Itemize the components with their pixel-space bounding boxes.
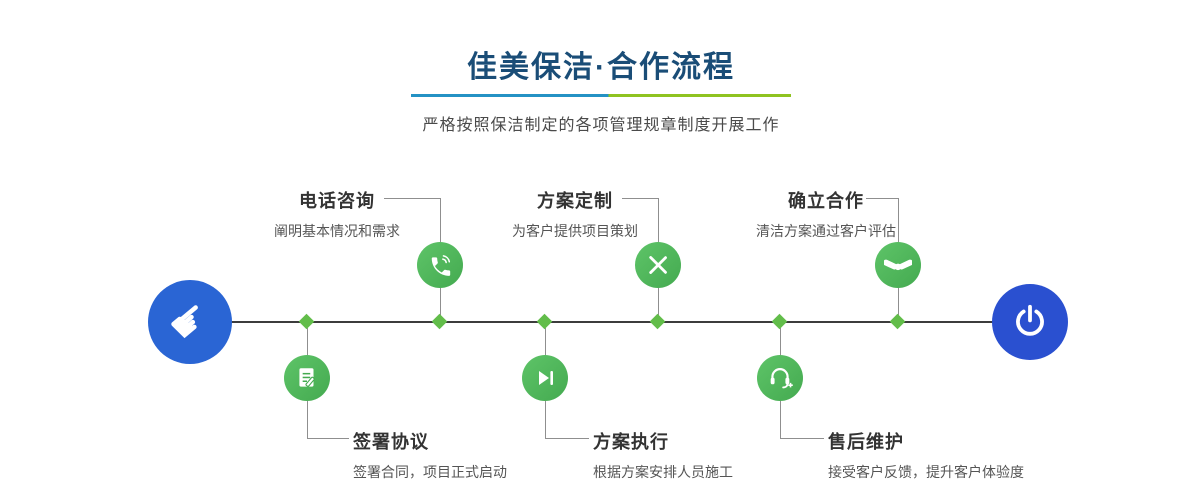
handshake-icon — [884, 259, 912, 271]
step-text-phone-consult: 电话咨询 阐明基本情况和需求 — [252, 187, 422, 241]
connector-line — [898, 288, 899, 316]
connector-line — [545, 328, 546, 355]
step-node-phone-consult — [417, 242, 463, 288]
step-text-sign-agreement: 签署协议 签署合同，项目正式启动 — [353, 428, 507, 482]
connector-line — [440, 198, 441, 242]
step-desc: 接受客户反馈，提升客户体验度 — [828, 464, 1024, 480]
connector-line — [622, 198, 658, 199]
connector-line — [384, 198, 440, 199]
step-node-plan-custom — [635, 242, 681, 288]
phone-icon — [431, 255, 451, 276]
connector-line — [545, 401, 546, 439]
timeline-line — [190, 321, 1032, 323]
timeline-node-diamond — [889, 313, 906, 330]
connector-line — [780, 328, 781, 355]
step-desc: 为客户提供项目策划 — [512, 223, 638, 239]
timeline-node-diamond — [431, 313, 448, 330]
connector-line — [307, 438, 349, 439]
play-icon — [539, 371, 553, 385]
step-node-sign-agreement — [284, 355, 330, 401]
step-label: 方案执行 — [593, 432, 669, 452]
timeline-node-diamond — [298, 313, 315, 330]
step-label: 方案定制 — [537, 191, 613, 211]
connector-line — [866, 198, 898, 199]
step-text-establish-cooperation: 确立合作 清洁方案通过客户评估 — [737, 187, 915, 241]
step-desc: 签署合同，项目正式启动 — [353, 464, 507, 480]
step-desc: 阐明基本情况和需求 — [274, 223, 400, 239]
timeline-node-diamond — [536, 313, 553, 330]
pointer-hand-icon: ☛ — [158, 289, 222, 354]
step-label: 售后维护 — [828, 432, 904, 452]
connector-line — [780, 401, 781, 439]
step-desc: 根据方案安排人员施工 — [593, 464, 733, 480]
connector-line — [545, 438, 589, 439]
page-title: 佳美保洁·合作流程 — [467, 51, 735, 84]
connector-line — [307, 401, 308, 439]
step-text-plan-execute: 方案执行 根据方案安排人员施工 — [593, 428, 733, 482]
connector-line — [898, 198, 899, 242]
connector-line — [440, 288, 441, 316]
step-label: 签署协议 — [353, 432, 429, 452]
step-text-aftersales: 售后维护 接受客户反馈，提升客户体验度 — [828, 428, 1024, 482]
power-icon — [1016, 304, 1044, 336]
step-node-aftersales — [757, 355, 803, 401]
step-node-establish-cooperation — [875, 242, 921, 288]
step-desc: 清洁方案通过客户评估 — [756, 223, 896, 239]
timeline-start-node: ☛ — [148, 280, 232, 364]
connector-line — [658, 198, 659, 242]
page-subtitle: 严格按照保洁制定的各项管理规章制度开展工作 — [422, 117, 780, 134]
timeline-node-diamond — [649, 313, 666, 330]
step-text-plan-custom: 方案定制 为客户提供项目策划 — [490, 187, 660, 241]
step-node-plan-execute — [522, 355, 568, 401]
contract-icon — [299, 368, 315, 387]
connector-line — [658, 288, 659, 316]
title-divider — [411, 94, 791, 97]
connector-line — [780, 438, 824, 439]
step-label: 电话咨询 — [299, 191, 375, 211]
timeline-node-diamond — [771, 313, 788, 330]
design-tools-icon — [649, 256, 667, 274]
timeline-end-node — [992, 284, 1068, 360]
headset-icon — [770, 368, 793, 389]
connector-line — [307, 328, 308, 355]
step-label: 确立合作 — [788, 191, 864, 211]
